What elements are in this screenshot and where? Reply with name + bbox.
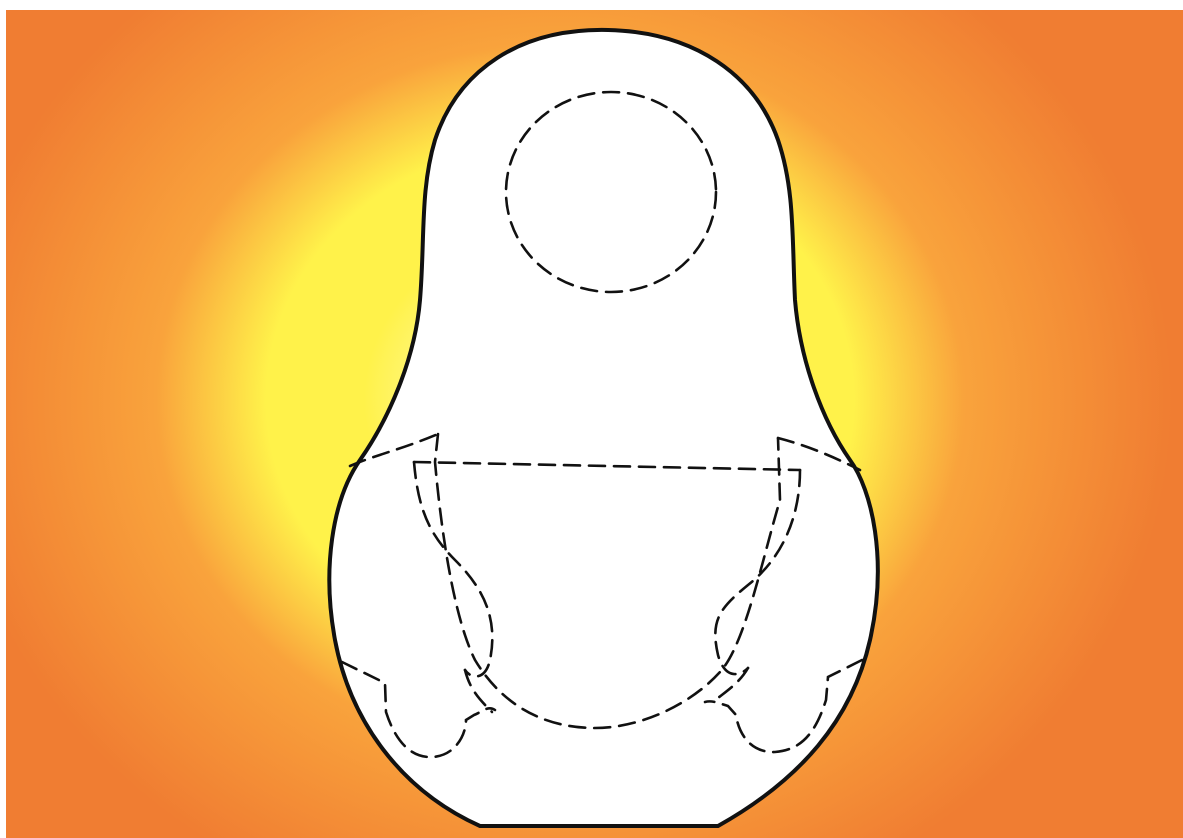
matryoshka-template-drawing <box>0 0 1183 838</box>
template-canvas <box>0 0 1183 838</box>
